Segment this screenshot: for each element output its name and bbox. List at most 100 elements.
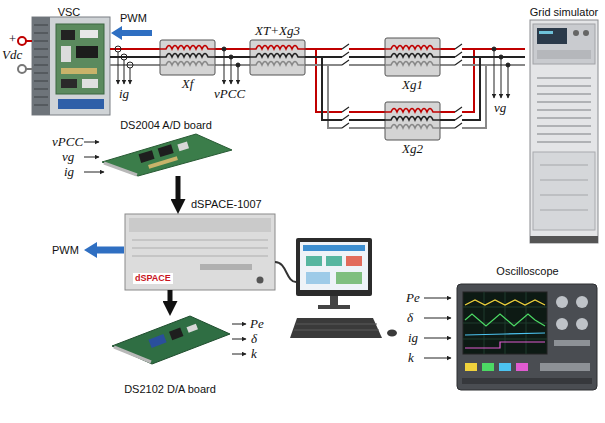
oscilloscope-illustration xyxy=(463,292,547,354)
signal-name: δ xyxy=(251,332,257,346)
oscilloscope: Oscilloscope xyxy=(455,282,600,392)
converter-illustration xyxy=(82,79,98,88)
current-sensor xyxy=(115,46,121,52)
grid-simulator: Grid simulator xyxy=(525,2,603,245)
grid-simulator-illustration xyxy=(533,24,595,64)
inductor-block: XT+Xg3 xyxy=(250,40,305,75)
inductor-symbol xyxy=(385,117,440,121)
signal-arrow xyxy=(84,157,99,158)
ad-board: DS2004 A/D board xyxy=(100,134,232,176)
signal-name: δ xyxy=(407,311,413,325)
current-sensor xyxy=(115,46,133,84)
computer-illustration xyxy=(290,318,382,338)
da-board-illustration xyxy=(187,324,198,333)
signal-name: Pe xyxy=(406,291,420,305)
signal-name: vg xyxy=(494,101,506,115)
current-sensor xyxy=(130,68,131,84)
dspace-illustration xyxy=(125,214,275,290)
signal-arrow xyxy=(232,324,246,325)
dspace-illustration xyxy=(132,240,268,256)
signal-name: vPCC xyxy=(214,87,245,101)
node-label: Grid simulator xyxy=(530,5,598,19)
grid-simulator-illustration xyxy=(530,20,598,243)
cable xyxy=(275,262,296,282)
oscilloscope-illustration xyxy=(465,333,545,335)
node-label: Xg1 xyxy=(402,78,423,92)
phase-wire xyxy=(110,56,160,58)
signal-arrow xyxy=(424,298,451,299)
converter-illustration xyxy=(58,99,104,109)
switch-symbol xyxy=(342,63,349,68)
voltage-sensor xyxy=(224,49,225,84)
ad-board-illustration xyxy=(139,140,192,171)
converter-illustration xyxy=(80,30,98,38)
node-label: VSC xyxy=(58,5,81,19)
signal-name: Pe xyxy=(250,317,264,331)
grid-simulator-illustration xyxy=(533,152,595,230)
voltage-sensor xyxy=(222,47,510,98)
node-label: dSPACE-1007 xyxy=(191,197,262,211)
signal-label: PWM xyxy=(52,243,79,257)
signal-label: PWM xyxy=(120,11,147,25)
inductor-symbol xyxy=(250,40,305,75)
oscilloscope-illustration xyxy=(499,363,511,371)
signal-arrow xyxy=(84,172,104,173)
inductor-symbol xyxy=(385,109,440,113)
signal-name: ig xyxy=(64,165,74,179)
grid-simulator-illustration xyxy=(530,20,598,243)
oscilloscope-illustration xyxy=(463,292,547,354)
switch-symbol xyxy=(342,44,349,65)
flow-arrow xyxy=(168,290,173,301)
switch-symbol xyxy=(342,107,349,128)
voltage-sensor xyxy=(508,65,509,98)
converter-illustration xyxy=(32,17,110,115)
node-label: DS2004 A/D board xyxy=(120,118,212,132)
computer-illustration xyxy=(336,272,362,284)
switch-symbol xyxy=(342,44,462,131)
oscilloscope-illustration xyxy=(465,363,477,371)
inductor-block: Xg2 xyxy=(385,102,440,140)
cable xyxy=(275,262,296,282)
computer-illustration xyxy=(296,238,372,296)
oscilloscope-illustration xyxy=(462,378,592,384)
converter-illustration xyxy=(34,25,48,105)
signal-arrow xyxy=(232,339,246,340)
switch-symbol xyxy=(455,63,462,68)
signal-name: + xyxy=(8,32,17,46)
voltage-sensor xyxy=(238,65,239,84)
da-board-illustration xyxy=(112,316,230,364)
signal-name: vg xyxy=(62,150,74,164)
signal-arrow xyxy=(84,142,451,358)
switch-symbol xyxy=(455,107,462,128)
inductor-symbol xyxy=(385,54,440,58)
dc-terminal xyxy=(18,37,26,45)
oscilloscope-illustration xyxy=(457,284,597,390)
computer-illustration xyxy=(326,256,342,266)
signal-name: k xyxy=(408,351,414,365)
da-board-illustration xyxy=(148,322,198,348)
oscilloscope-illustration xyxy=(556,318,568,330)
grid-simulator-illustration xyxy=(540,165,588,210)
da-board-illustration xyxy=(112,316,230,364)
signal-arrow xyxy=(84,142,99,143)
grid-simulator-illustration xyxy=(537,78,591,142)
oscilloscope-illustration xyxy=(482,363,494,371)
inductor-symbol xyxy=(160,40,215,75)
converter-unit: VSC xyxy=(28,2,110,115)
switch-symbol xyxy=(342,110,349,115)
pwm-arrow xyxy=(84,242,124,258)
signal-arrow xyxy=(232,354,246,355)
node-label: XT+Xg3 xyxy=(255,24,300,38)
ad-board-illustration xyxy=(102,134,232,176)
node-label: DS2102 D/A board xyxy=(124,382,216,396)
signal-arrow xyxy=(424,338,451,339)
inductor-symbol xyxy=(385,46,440,50)
dspace-illustration xyxy=(257,277,264,284)
oscilloscope-illustration xyxy=(465,314,545,326)
oscilloscope-illustration xyxy=(576,296,588,308)
signal-name: k xyxy=(251,347,257,361)
inductor-symbol xyxy=(385,125,440,129)
dspace-unit: dSPACE-1007dSPACE xyxy=(125,214,275,290)
oscilloscope-illustration xyxy=(540,363,590,371)
